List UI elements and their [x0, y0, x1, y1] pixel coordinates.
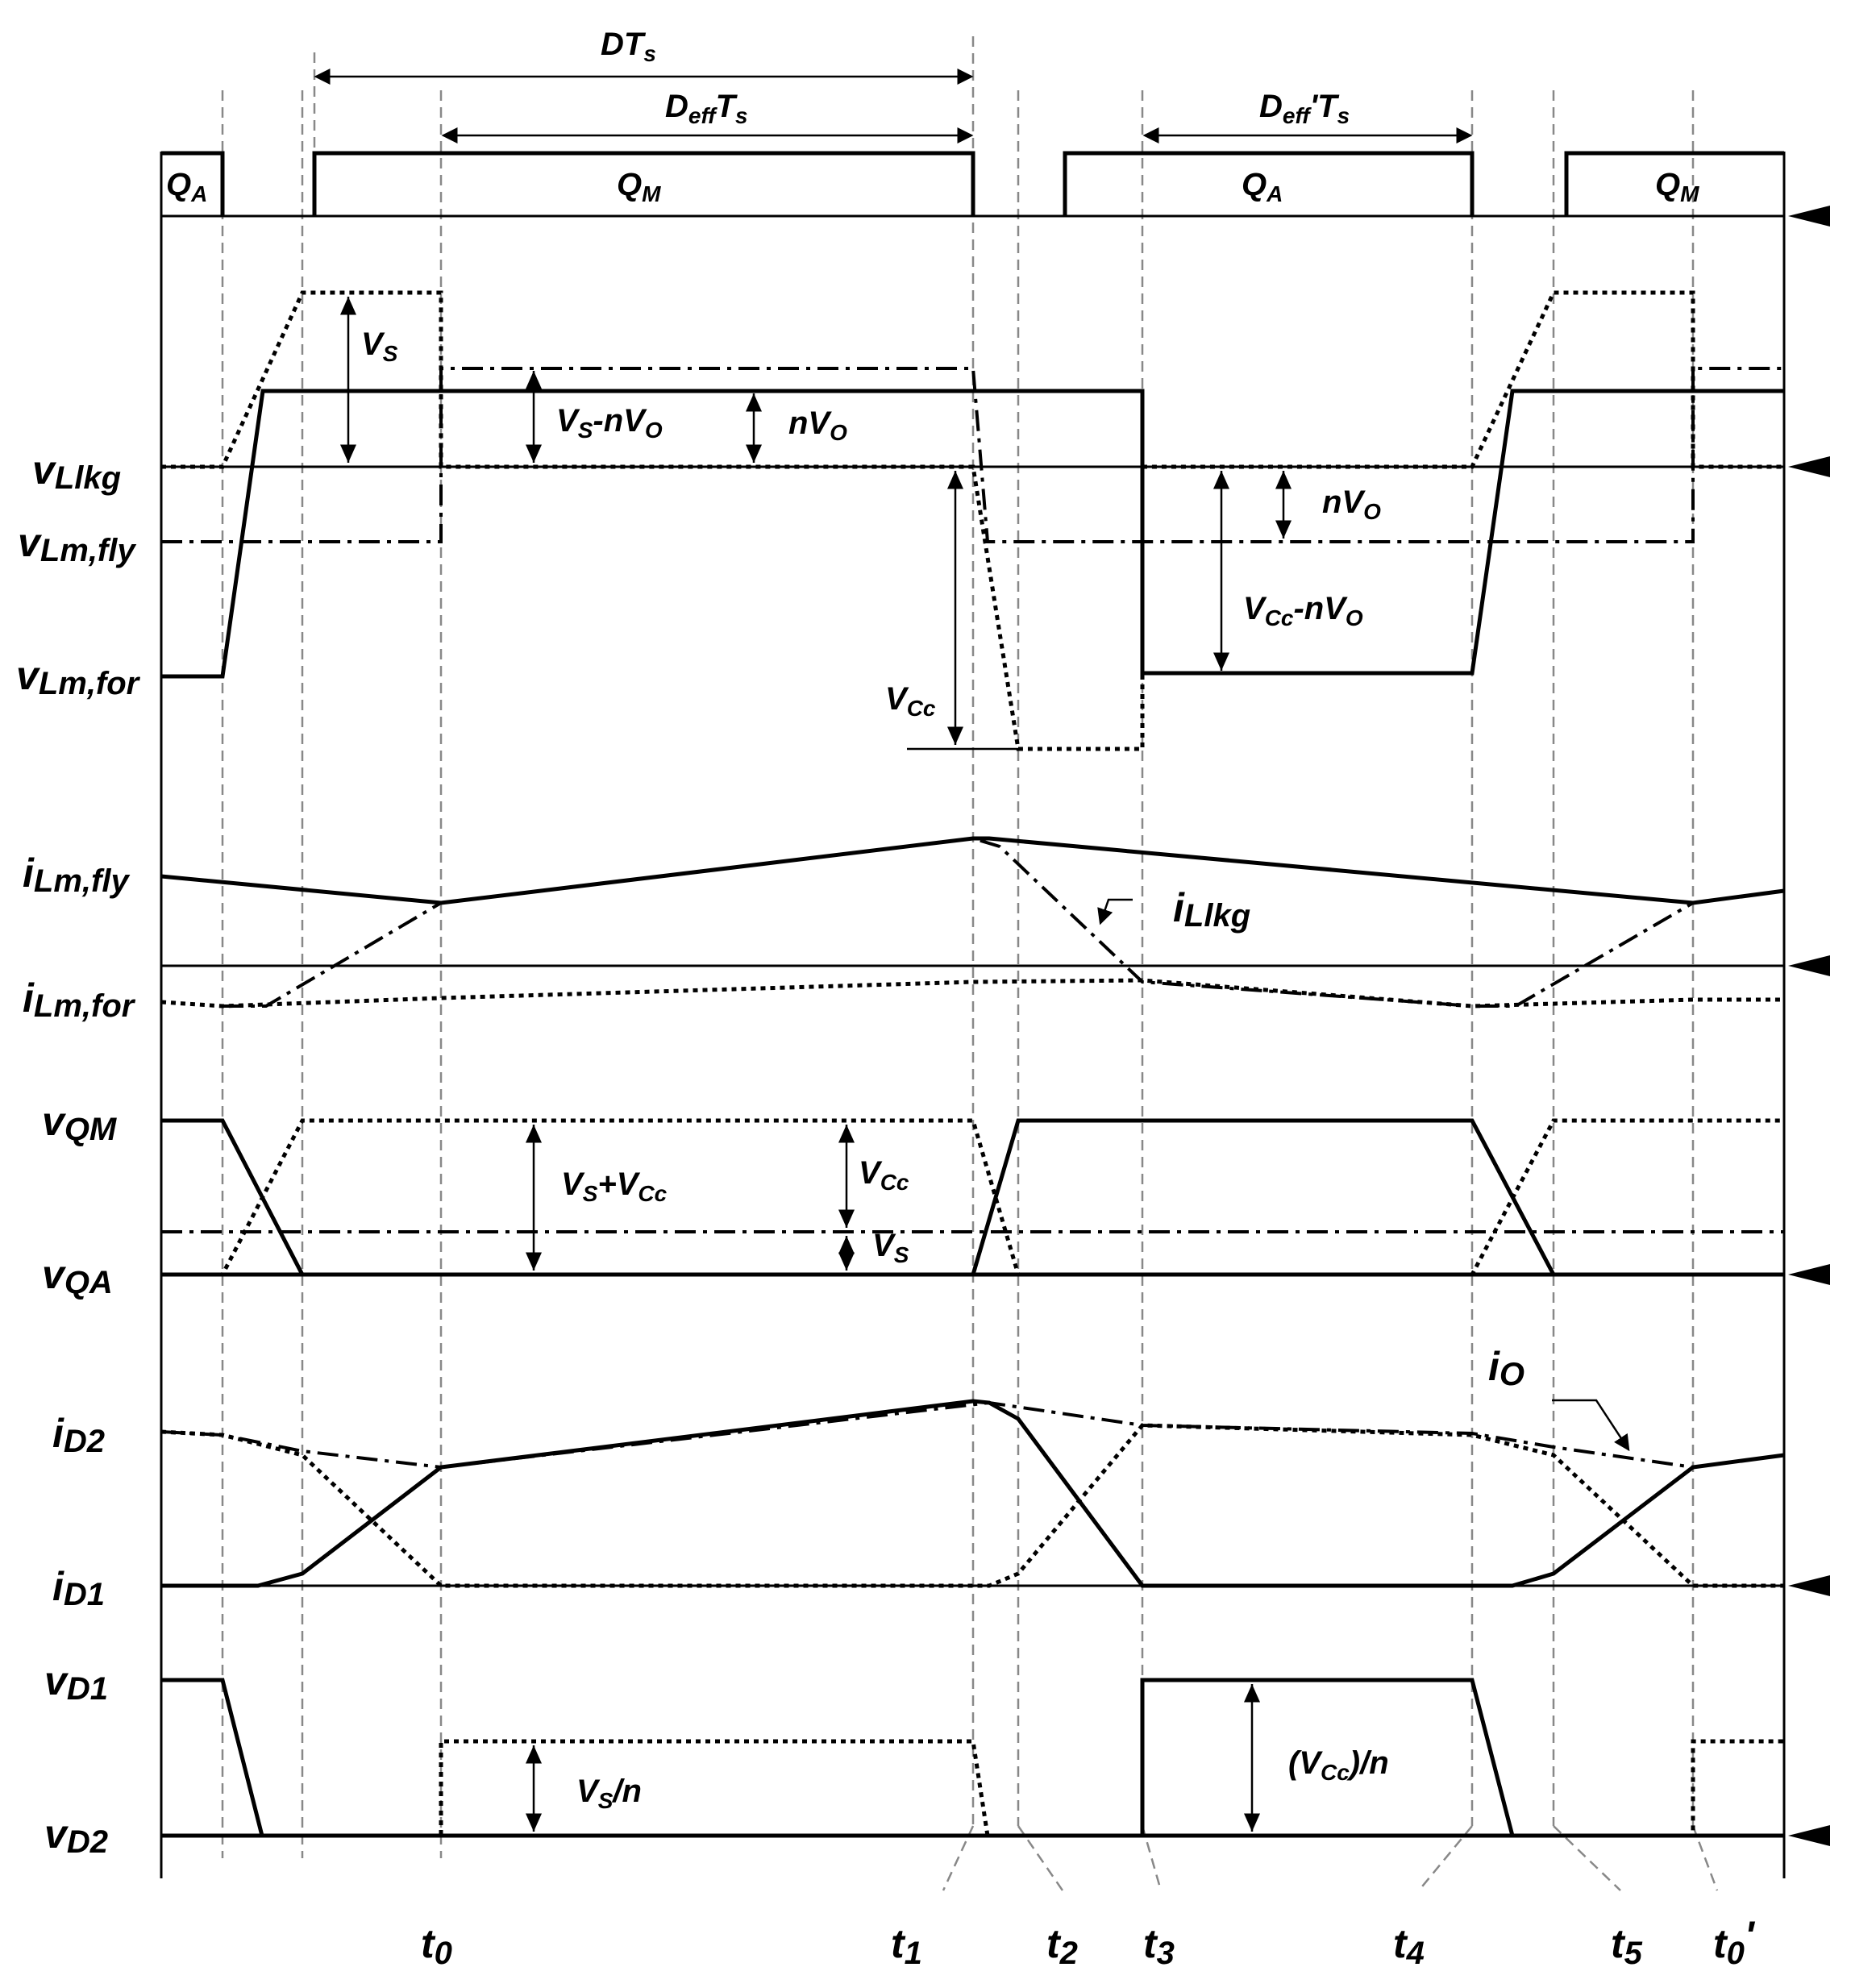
- vlmfly-label: vLm,fly: [18, 520, 136, 568]
- vccnvo-label: VCc-nVO: [1243, 591, 1363, 630]
- frame: [160, 152, 1786, 1878]
- io-pointer: [1552, 1399, 1630, 1452]
- nvo1-label: nVO: [788, 406, 847, 445]
- guide-t3-tail: [1141, 1825, 1163, 1891]
- vsvcc-label: VS+VCc: [561, 1167, 668, 1206]
- deff-label: DeffTs: [665, 89, 748, 128]
- qm2-label: QM: [1655, 167, 1699, 206]
- pulse-qa-2: [1063, 151, 1475, 216]
- baseline-arrow-vq: [1788, 1264, 1830, 1285]
- gate-labels: QA QM QA QM: [166, 167, 1699, 206]
- io-trace: [160, 1400, 1785, 1470]
- vlkg-label: vLlkg: [32, 447, 121, 496]
- gate-pulses: [161, 151, 1784, 216]
- vsnvo-label: VS-nVO: [556, 403, 663, 443]
- io-label: iO: [1488, 1344, 1524, 1392]
- deffp-label: Deff'Ts: [1259, 89, 1350, 128]
- pulse-qa-1: [161, 151, 225, 216]
- baseline-arrow-vlkg: [1788, 456, 1830, 477]
- vqa-label: vQA: [42, 1252, 113, 1300]
- guide-t5-tail: [1553, 1825, 1621, 1891]
- guide-t2-tail: [1017, 1825, 1064, 1891]
- vlm-fly-trace: [161, 367, 1784, 543]
- period-dimensions: [314, 69, 1473, 143]
- vqm-label: vQM: [42, 1099, 118, 1147]
- ilm-for-trace: [160, 978, 1784, 1009]
- dts-label: DTs: [601, 27, 656, 66]
- ilkg-trace: [223, 836, 1695, 1008]
- qa2-label: QA: [1242, 167, 1283, 206]
- time-label-t3: t3: [1143, 1921, 1175, 1971]
- id1-label: iD1: [52, 1564, 105, 1612]
- vd1-trace: [161, 1678, 1784, 1838]
- voltage-traces: [161, 290, 1784, 751]
- vqa-trace: [161, 1118, 1784, 1277]
- vsn-label: VS/n: [576, 1774, 642, 1813]
- ilmfor-label: iLm,for: [23, 975, 136, 1024]
- guide-t4-tail: [1418, 1825, 1473, 1891]
- qa1-label: QA: [166, 167, 207, 206]
- guide-t0p-tail: [1691, 1825, 1719, 1891]
- baseline-arrow-gates: [1788, 206, 1830, 227]
- pulse-qm-1: [312, 151, 975, 216]
- vccn-label: (VCc)/n: [1288, 1745, 1389, 1785]
- vs2-label: VS: [872, 1228, 909, 1267]
- nvo2-label: nVO: [1322, 485, 1381, 524]
- time-label-t2: t2: [1046, 1921, 1078, 1971]
- time-label-t0: t0: [421, 1921, 452, 1971]
- annotation-labels: VS VS-nVO nVO nVO VCc-nVO VCc iLlkg VS+V…: [361, 326, 1524, 1813]
- vd1-label: vD1: [44, 1658, 108, 1707]
- guide-t1-tail: [942, 1825, 975, 1891]
- vs-label: VS: [361, 326, 398, 366]
- period-labels: DTs DeffTs Deff'Ts: [601, 27, 1350, 128]
- axis-labels: vLlkg vLm,fly vLm,for iLm,fly iLm,for vQ…: [16, 447, 141, 1860]
- ilkg-pointer: [1097, 898, 1133, 925]
- qm1-label: QM: [617, 167, 661, 206]
- time-guides: [221, 36, 1719, 1891]
- baseline-arrow-vd: [1788, 1825, 1830, 1846]
- vcc1-label: VCc: [885, 681, 936, 721]
- vd2-label: vD2: [44, 1811, 108, 1860]
- time-label-t0-prime: t0': [1713, 1913, 1756, 1971]
- amplitude-arrows: [340, 297, 1292, 1832]
- id-dot-trace: [160, 1423, 1784, 1588]
- diode-voltage-traces: [161, 1678, 1784, 1838]
- baselines: [161, 206, 1830, 1846]
- vlkg-trace: [161, 290, 1784, 751]
- baseline-arrow-id: [1788, 1575, 1830, 1596]
- time-labels: t0 t1 t2 t3 t4 t5 t0': [421, 1913, 1756, 1971]
- ilmfly-label: iLm,fly: [23, 851, 130, 899]
- switch-voltage-traces: [161, 1118, 1784, 1277]
- pulse-qm-2: [1564, 151, 1784, 216]
- id-solid-trace: [161, 1399, 1785, 1588]
- ilm-fly-trace: [160, 836, 1785, 905]
- time-label-t4: t4: [1393, 1921, 1425, 1971]
- time-label-t1: t1: [891, 1921, 922, 1971]
- baseline-arrow-il: [1788, 955, 1830, 976]
- diode-current-traces: [160, 1399, 1785, 1588]
- vlmfor-label: vLm,for: [16, 653, 141, 701]
- vcc2-label: VCc: [859, 1155, 909, 1195]
- vqm-trace: [161, 1118, 1784, 1277]
- time-label-t5: t5: [1611, 1921, 1643, 1971]
- current-traces: [160, 836, 1785, 1009]
- id2-label: iD2: [52, 1411, 105, 1459]
- ilkg-label: iLlkg: [1173, 885, 1250, 934]
